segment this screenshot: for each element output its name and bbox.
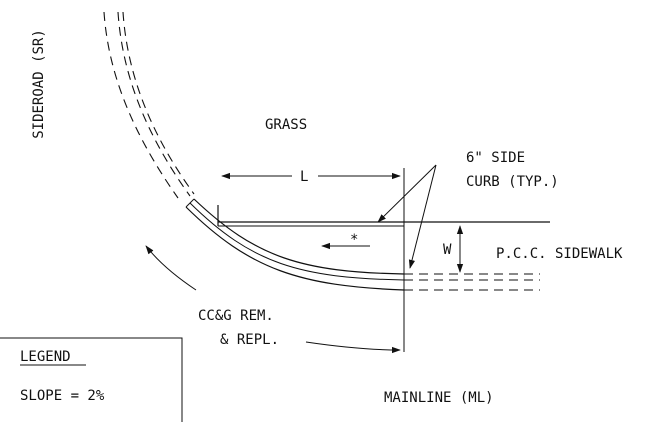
mainline-curb-dashes [404,273,540,291]
asterisk-label: * [350,232,358,248]
sideroad-label: SIDEROAD (SR) [31,29,47,139]
width-label: W [443,242,452,258]
mainline-label: MAINLINE (ML) [384,390,494,406]
ccg-label-2: & REPL. [220,332,279,348]
sidewalk-label: P.C.C. SIDEWALK [496,246,623,262]
side-curb-leaders [377,164,437,269]
side-curb-label-1: 6" SIDE [466,150,525,166]
grass-label: GRASS [265,117,307,133]
length-label: L [300,169,308,185]
legend-slope: SLOPE = 2% [20,388,105,404]
legend-title: LEGEND [20,349,71,365]
curb-return [185,198,405,291]
ccg-label-1: CC&G REM. [198,308,274,324]
legend-box [0,337,183,422]
ccg-arc-arrow [145,245,401,354]
side-curb-label-2: CURB (TYP.) [466,174,559,190]
sideroad-curb-lines [103,11,195,199]
